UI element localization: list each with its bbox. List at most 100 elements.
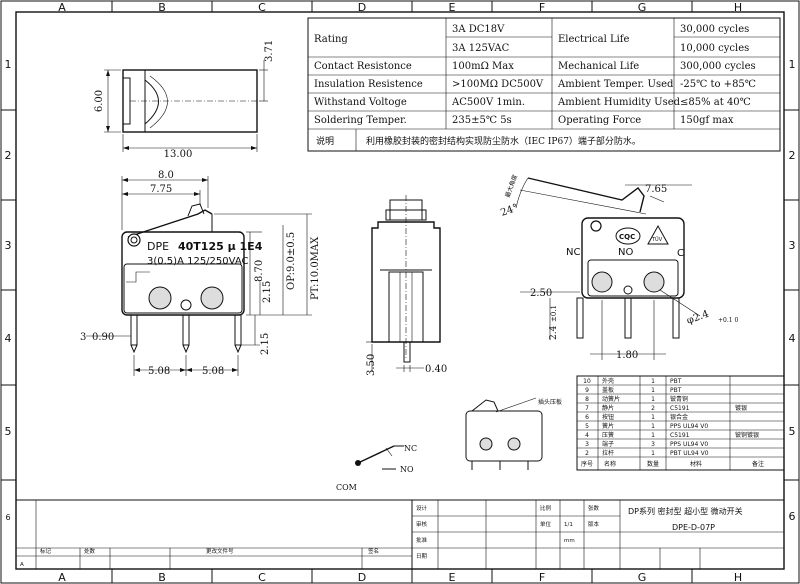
bom-r5-c2: 1 xyxy=(651,423,655,430)
tb-product: DP系列 密封型 超小型 微动开关 xyxy=(628,506,743,516)
col-label-h-bottom: H xyxy=(734,571,742,584)
tb-remark: 标记 xyxy=(40,547,52,555)
row-label-1: 1 xyxy=(5,58,12,71)
spec-rating-v1: 3A DC18V xyxy=(452,24,505,35)
front-dim-870: 8.70 xyxy=(254,260,265,282)
tb-design: 设计 xyxy=(416,504,428,512)
col-label-b-bottom: B xyxy=(158,571,166,584)
front-dim-508a: 5.08 xyxy=(148,366,170,377)
spec-ambient-temp-value: -25℃ to +85℃ xyxy=(680,79,756,90)
tb-sign: 签名 xyxy=(368,547,379,555)
bom-r6-c2: 1 xyxy=(651,432,655,439)
bom-r6-c4: 铍铜镀银 xyxy=(735,431,759,439)
spec-ambient-hum-value: ≤85% at 40℃ xyxy=(680,97,751,108)
bom-r4-c2: 1 xyxy=(651,414,655,421)
spec-insul-value: >100MΩ DC500V xyxy=(452,79,544,90)
bom-r4-c3: 银合金 xyxy=(670,413,688,421)
row-label-3-right: 3 xyxy=(789,239,796,252)
bom-header-name: 名称 xyxy=(604,460,616,468)
bom-r8-c3: PBT UL94 V0 xyxy=(670,450,709,457)
bom-r2-c0: 8 xyxy=(585,396,589,403)
bom-r8-c0: 2 xyxy=(585,450,589,457)
col-label-b: B xyxy=(158,1,166,14)
bom-r7-c2: 3 xyxy=(651,441,655,448)
spec-contact-res-value: 100mΩ Max xyxy=(452,61,514,72)
bom-r7-c1: 端子 xyxy=(602,440,614,448)
tb-drawing-no: DPE-D-07P xyxy=(672,523,715,532)
spec-note-label: 说明 xyxy=(316,135,334,147)
front-dim-215b: 2.15 xyxy=(260,333,271,355)
grid-col-labels-bottom: A B C D E F G H xyxy=(58,571,742,584)
bom-r1-c2: 1 xyxy=(651,387,655,394)
row-label-6: 6 xyxy=(5,513,10,522)
spec-solder-value: 235±5℃ 5s xyxy=(452,115,512,126)
tb-sheet-label: 张数 xyxy=(588,504,600,512)
side-dim-350: 3.50 xyxy=(366,354,377,376)
spec-mech-life-value: 300,000 cycles xyxy=(680,61,756,72)
spec-insul-label: Insulation Resistence xyxy=(314,79,423,90)
front-dim-775: 7.75 xyxy=(150,184,172,195)
schematic-nc: NC xyxy=(404,444,417,453)
col-label-g-bottom: G xyxy=(638,571,647,584)
bom-table: 10 外壳 1 PBT 9 盖板 1 PBT 8 动簧片 1 铍青铜 7 静片 … xyxy=(576,375,785,471)
bom-r3-c1: 静片 xyxy=(602,404,614,412)
bom-r3-c2: 2 xyxy=(651,405,655,412)
front-dim-8: 8.0 xyxy=(158,170,174,181)
row-label-3: 3 xyxy=(5,239,12,252)
exploded-view: 插头压板 xyxy=(465,397,562,470)
tb-check: 审核 xyxy=(416,520,428,528)
iso-dim-250: 2.50 xyxy=(530,288,552,299)
schematic: NC NO COM xyxy=(336,444,417,492)
col-label-g: G xyxy=(638,1,647,14)
tb-rev-a: A xyxy=(20,562,24,568)
spec-contact-res-label: Contact Resistonce xyxy=(314,61,412,72)
front-dim-508b: 5.08 xyxy=(202,366,224,377)
col-label-d: D xyxy=(358,1,366,14)
tb-scale-label: 比例 xyxy=(540,504,552,512)
top-view-dim-right: 3.71 xyxy=(264,40,275,62)
col-label-h: H xyxy=(734,1,742,14)
side-dim-040: 0.40 xyxy=(425,364,447,375)
tb-scale-value: 1/1 xyxy=(564,522,573,528)
row-label-6-right: 6 xyxy=(789,510,796,523)
bom-header-qty: 数量 xyxy=(647,460,659,468)
bom-r2-c3: 铍青铜 xyxy=(670,395,688,403)
bom-r0-c1: 外壳 xyxy=(602,377,614,385)
spec-mech-life-label: Mechanical Life xyxy=(558,61,639,72)
spec-electrical-life-v1: 30,000 cycles xyxy=(680,24,749,35)
bom-r5-c3: PPS UL94 V0 xyxy=(670,423,708,430)
iso-label-c: C xyxy=(677,248,684,259)
tb-count: 处数 xyxy=(84,547,96,555)
bom-r0-c2: 1 xyxy=(651,378,655,385)
bom-r6-c0: 4 xyxy=(585,432,589,439)
bom-r7-c0: 3 xyxy=(585,441,589,448)
bom-r6-c1: 压簧 xyxy=(602,431,614,439)
row-label-2: 2 xyxy=(5,149,12,162)
front-dim-pt: PT:10.0MAX xyxy=(310,236,321,300)
spec-withstand-value: AC500V 1min. xyxy=(451,97,525,108)
front-view: DPE 40T125 μ 1E4 3(0.5)A 125/250VAC 8.0 … xyxy=(80,170,321,377)
spec-rating-label: Rating xyxy=(314,34,348,45)
front-dim-3: 3 xyxy=(80,332,86,343)
bom-r4-c0: 6 xyxy=(585,414,589,421)
row-label-4-right: 4 xyxy=(789,332,796,345)
col-label-e-bottom: E xyxy=(449,571,456,584)
bom-r3-c0: 7 xyxy=(585,405,589,412)
spec-ambient-temp-label: Ambient Temper. Used xyxy=(557,79,674,90)
bom-r3-c3: C5191 xyxy=(670,405,690,412)
tb-unit-label: 单位 xyxy=(540,520,552,528)
col-label-f: F xyxy=(539,1,545,14)
col-label-c: C xyxy=(258,1,266,14)
row-label-1-right: 1 xyxy=(789,58,796,71)
bom-r7-c3: PPS UL94 V0 xyxy=(670,441,708,448)
col-label-e: E xyxy=(449,1,456,14)
spec-op-force-label: Operating Force xyxy=(558,115,641,126)
col-label-d-bottom: D xyxy=(358,571,366,584)
iso-logo-tuv: TÜV xyxy=(651,236,663,243)
iso-view: 7.65 24° 最大角度 CQC TÜV NC NO C 2.50 2.4 ±… xyxy=(499,173,738,361)
col-label-a: A xyxy=(58,1,66,14)
spec-note-text: 利用橡胶封装的密封结构实现防尘防水（IEC IP67）端子部分防水。 xyxy=(366,135,641,147)
col-label-f-bottom: F xyxy=(539,571,545,584)
iso-logo-cqc: CQC xyxy=(619,233,635,241)
